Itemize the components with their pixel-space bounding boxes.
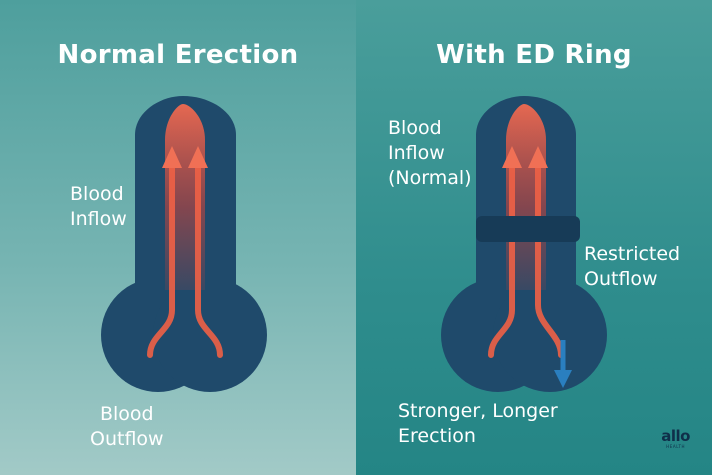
ed-ring — [476, 216, 580, 242]
arrowhead-right — [528, 146, 548, 168]
inflow-arrows — [488, 162, 564, 358]
allo-logo: allo HEALTH — [661, 427, 690, 450]
inflow-arrows — [147, 162, 223, 358]
label-blood-outflow: Blood Outflow — [90, 403, 164, 450]
panel-with-ed-ring: With ED Ring Blood Inflow (Normal) Restr… — [356, 0, 712, 475]
title-with-ed-ring: With ED Ring — [436, 40, 632, 70]
ed-ring-illustration — [441, 96, 607, 392]
logo-name: allo — [661, 427, 690, 445]
logo-tagline: HEALTH — [666, 444, 686, 449]
label-blood-inflow-normal: Blood Inflow (Normal) — [388, 117, 472, 189]
arrowhead-left — [162, 146, 182, 168]
arrowhead-left — [502, 146, 522, 168]
normal-erection-illustration — [101, 96, 267, 392]
label-restricted-outflow: Restricted Outflow — [584, 243, 681, 290]
restricted-outflow-arrow — [554, 340, 572, 388]
panel-normal-erection: Normal Erection Blood Inflow Blood Outfl… — [0, 0, 356, 475]
label-blood-inflow: Blood Inflow — [70, 183, 127, 230]
title-normal-erection: Normal Erection — [57, 40, 299, 70]
arrowhead-right — [188, 146, 208, 168]
label-stronger-longer-erection: Stronger, Longer Erection — [398, 400, 558, 447]
